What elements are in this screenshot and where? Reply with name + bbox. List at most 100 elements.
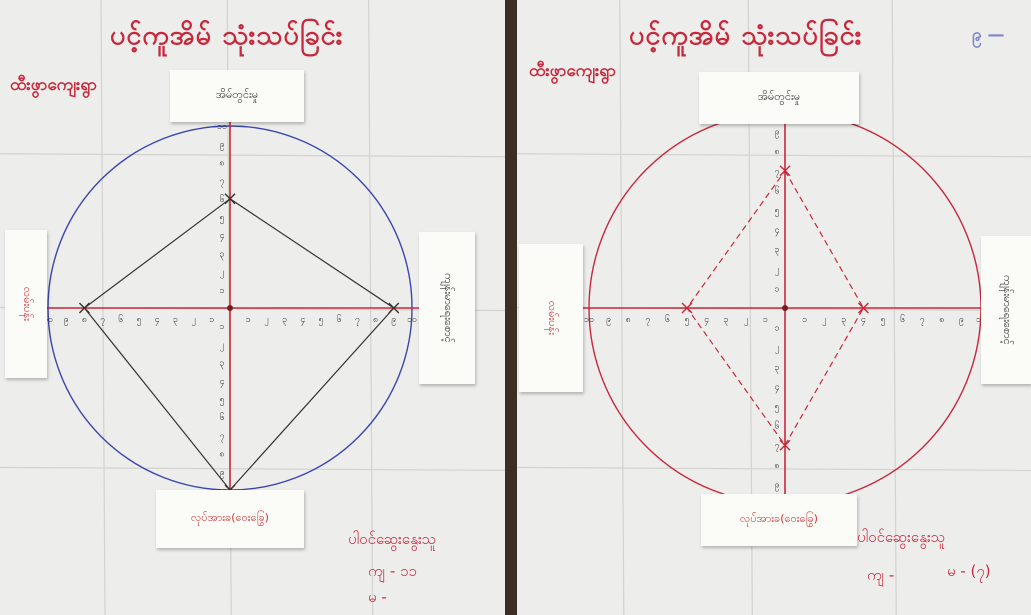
right-card-bottom: လုပ်အားခ(ဝေးခြွေ)	[701, 494, 857, 546]
axis-tick-label: ၇	[100, 315, 105, 326]
left-card-top-label: အိမ်တွင်းမှု	[215, 88, 259, 101]
right-card-left-label: လမ်းပန်း	[546, 300, 559, 336]
axis-tick-label: ၄	[774, 382, 779, 393]
axis-tick-label: ၇	[774, 441, 779, 452]
axis-tick-label: ၃	[219, 359, 224, 370]
axis-tick-label: ၉	[391, 315, 396, 326]
axis-tick-label: ၈	[219, 450, 224, 460]
left-card-right-label: ကျန်းမာရေးစောင့်	[442, 273, 456, 343]
axis-tick-label: ၅	[774, 206, 779, 217]
axis-tick-label: ၅	[219, 395, 224, 406]
left-count-line2: မ -	[368, 588, 387, 606]
axis-tick-label: ၃	[219, 249, 224, 260]
axis-tick-label: ၄	[300, 315, 305, 326]
axis-tick-label: ၅	[774, 402, 779, 413]
right-card-top: အိမ်တွင်းမှု	[699, 72, 859, 124]
axis-tick-label: ၁	[774, 284, 779, 294]
axis-tick-label: ၄	[155, 315, 160, 326]
right-card-top-label: အိမ်တွင်းမှု	[757, 90, 801, 103]
axis-tick-label: ၁	[763, 315, 768, 325]
value-marker	[779, 439, 791, 451]
fold-crease-h	[0, 153, 505, 158]
axis-tick-label: ၉	[219, 468, 224, 479]
left-card-left: လမ်းပန်း	[5, 230, 47, 378]
right-sheet-title: ပင့်ကူအိမ် သုံးသပ်ခြင်း	[629, 20, 863, 51]
axis-tick-label: ၅	[880, 315, 885, 326]
sheet-gap	[505, 0, 517, 615]
axis-tick-label: ၂	[822, 315, 826, 326]
axis-tick-label: ၉	[959, 315, 964, 326]
axis-tick-label: ၈	[82, 315, 87, 325]
axis-tick-label: ၇	[920, 315, 925, 326]
fold-crease-h	[517, 153, 1031, 158]
axis-tick-label: ၆	[774, 185, 779, 196]
axis-tick-label: ၄	[704, 315, 709, 326]
axis-tick-label: ၂	[264, 315, 268, 326]
right-signature: ပါဝင်ဆွေးနွေးသူ	[857, 528, 946, 546]
axis-tick-label: ၁၀	[407, 315, 417, 325]
axis-tick-label: ၂	[191, 315, 195, 326]
axis-tick-label: ၈	[939, 315, 944, 325]
value-marker	[224, 193, 236, 205]
axis-tick-label: ၂	[220, 268, 224, 279]
axis-tick-label: ၁	[219, 322, 224, 332]
fold-crease-h	[517, 466, 1031, 471]
center-dot	[782, 305, 788, 311]
axis-tick-label: ၁၀	[584, 315, 594, 325]
axis-tick-label: ၂	[775, 343, 779, 354]
axis-tick-label: ၁	[246, 315, 251, 325]
value-marker	[681, 302, 693, 314]
axis-tick-label: ၄	[219, 231, 224, 242]
value-marker	[78, 302, 90, 314]
left-card-bottom: လုပ်အားခ(ဝေးခြွေ)	[156, 490, 304, 548]
axis-tick-label: ၅	[219, 213, 224, 224]
left-sheet-subtitle: ထီးဖွာကျေးရွာ	[10, 75, 98, 95]
axis-tick-label: ၆	[900, 314, 905, 325]
axis-tick-label: ၉	[606, 315, 611, 326]
axis-tick-label: ၅	[136, 315, 141, 326]
fold-crease-h	[0, 466, 505, 471]
axis-tick-label: ၆	[665, 314, 670, 325]
axis-tick-label: ၉	[774, 128, 779, 139]
left-card-bottom-label: လုပ်အားခ(ဝေးခြွေ)	[191, 511, 269, 524]
left-card-right: ကျန်းမာရေးစောင့်	[419, 232, 475, 384]
right-card-right-label: ကျန်းမာရေးစောင့်	[1001, 275, 1015, 345]
value-marker	[857, 302, 869, 314]
axis-tick-label: ၁	[802, 315, 807, 325]
value-marker	[779, 165, 791, 177]
axis-tick-label: ၈	[774, 461, 779, 471]
axis-tick-label: ၈	[774, 147, 779, 157]
axis-tick-label: ၈	[626, 315, 631, 325]
right-card-bottom-label: လုပ်အားခ(ဝေးခြွေ)	[740, 512, 818, 525]
right-card-left: လမ်းပန်း	[519, 244, 583, 392]
left-count-line1: ကျ - ၁၁	[368, 562, 417, 580]
axis-tick-label: ၈	[219, 158, 224, 168]
axis-tick-label: ၂	[775, 265, 779, 276]
axis-tick-label: ၅	[318, 315, 323, 326]
axis-tick-label: ၆	[219, 194, 224, 205]
center-dot	[227, 305, 233, 311]
axis-tick-label: ၇	[645, 315, 650, 326]
right-spider-web-sheet: ၁၁၁၁၂၂၂၂၃၃၃၃၄၄၄၄၅၅၅၅၆၆၆၆၇၇၇၇၈၈၈၈၉၉၉၉၁၀၁၀…	[517, 0, 1031, 615]
left-sheet-drawing: ၁၁၁၁၂၂၂၂၃၃၃၃၄၄၄၄၅၅၅၅၆၆၆၆၇၇၇၇၈၈၈၈၉၉၉၉၁၀၁၀…	[0, 0, 505, 615]
axis-tick-label: ၁	[209, 315, 214, 325]
web-polygon	[686, 169, 865, 447]
axis-tick-label: ၄	[861, 315, 866, 326]
right-count-line1: ကျ -	[867, 566, 895, 584]
axis-tick-label: ၂	[220, 340, 224, 351]
left-card-left-label: လမ်းပန်း	[21, 286, 34, 322]
right-count-line2: မ - (၇)	[947, 562, 991, 580]
axis-tick-label: ၁	[219, 286, 224, 296]
axis-tick-label: ၈	[373, 315, 378, 325]
right-sheet-drawing: ၁၁၁၁၂၂၂၂၃၃၃၃၄၄၄၄၅၅၅၅၆၆၆၆၇၇၇၇၈၈၈၈၉၉၉၉၁၀၁၀…	[517, 0, 1031, 615]
axis-tick-label: ၇	[774, 167, 779, 178]
axis-tick-label: ၉	[774, 480, 779, 491]
axis-tick-label: ၃	[724, 315, 729, 326]
axis-tick-label: ၆	[219, 412, 224, 423]
axis-tick-label: ၁	[774, 324, 779, 334]
axis-tick-label: ၄	[219, 377, 224, 388]
axis-tick-label: ၆	[774, 421, 779, 432]
axis-tick-label: ၉	[219, 140, 224, 151]
right-corner-mark: ၉ —	[972, 25, 1005, 45]
